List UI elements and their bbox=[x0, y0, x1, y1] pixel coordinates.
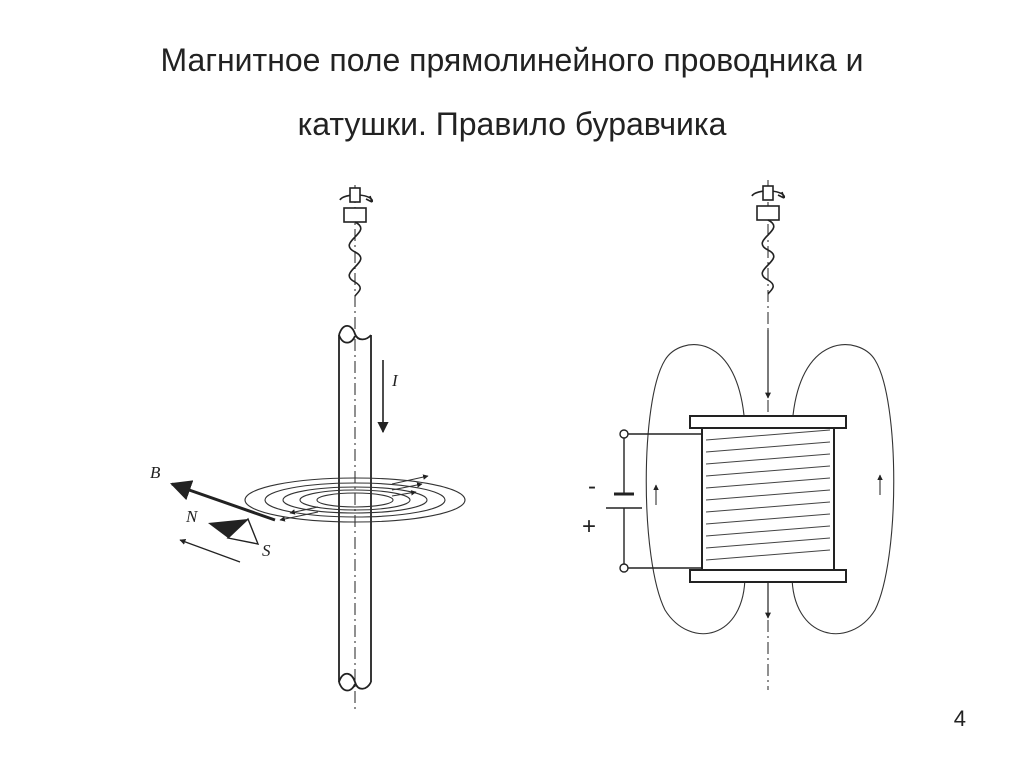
field-vector-arrow bbox=[170, 480, 276, 522]
current-label: I bbox=[391, 371, 399, 390]
battery-circuit bbox=[606, 429, 702, 573]
slide-title-line-2: катушки. Правило буравчика bbox=[297, 106, 727, 142]
straight-conductor-diagram: I B N S bbox=[150, 185, 466, 710]
north-label: N bbox=[185, 507, 199, 526]
coil-windings bbox=[705, 429, 831, 561]
compass-needle-icon bbox=[208, 517, 260, 545]
south-label: S bbox=[262, 541, 271, 560]
needle-direction-arrow bbox=[179, 539, 241, 563]
battery-plus-label: + bbox=[582, 513, 596, 540]
battery-minus-label: - bbox=[588, 473, 596, 500]
slide-title-line-1: Магнитное поле прямолинейного проводника… bbox=[160, 42, 864, 78]
gimlet-icon bbox=[339, 185, 374, 710]
coil-field-lines bbox=[645, 344, 895, 635]
page-number: 4 bbox=[953, 706, 966, 731]
coil-diagram: - + bbox=[582, 180, 895, 690]
magnetic-field-rings bbox=[244, 474, 466, 523]
field-label: B bbox=[150, 463, 161, 482]
conductor-wire bbox=[338, 324, 372, 692]
